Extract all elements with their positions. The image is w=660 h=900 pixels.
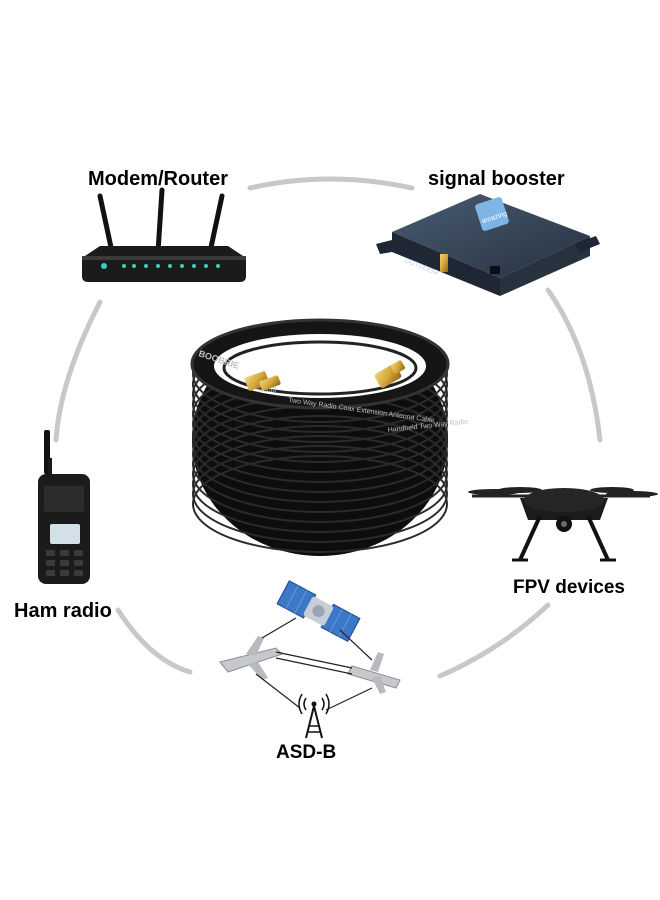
cable-print-model: RG58	[258, 387, 276, 394]
radio-tower-icon	[298, 693, 330, 739]
sma-connector-left	[244, 371, 281, 391]
drone-icon	[468, 487, 658, 562]
label-fpv-devices: FPV devices	[513, 577, 625, 598]
signal-booster-icon: amazing OUTDOOR	[376, 194, 600, 296]
signal-links	[255, 617, 373, 711]
router-icon	[82, 187, 246, 282]
coax-cable-image: BOOBRIE Two Way Radio Coax Extension Ant…	[190, 318, 468, 556]
label-signal-booster: signal booster	[428, 168, 565, 190]
handheld-radio-icon	[38, 430, 90, 584]
airplane-icon	[219, 636, 283, 680]
airplane-icon	[347, 652, 401, 694]
satellite-icon	[276, 580, 361, 643]
label-modem-router: Modem/Router	[88, 168, 228, 190]
connection-circle	[53, 176, 603, 679]
sma-connector-right	[374, 360, 405, 388]
label-asd-b: ASD-B	[276, 742, 337, 763]
label-ham-radio: Ham radio	[14, 600, 112, 622]
